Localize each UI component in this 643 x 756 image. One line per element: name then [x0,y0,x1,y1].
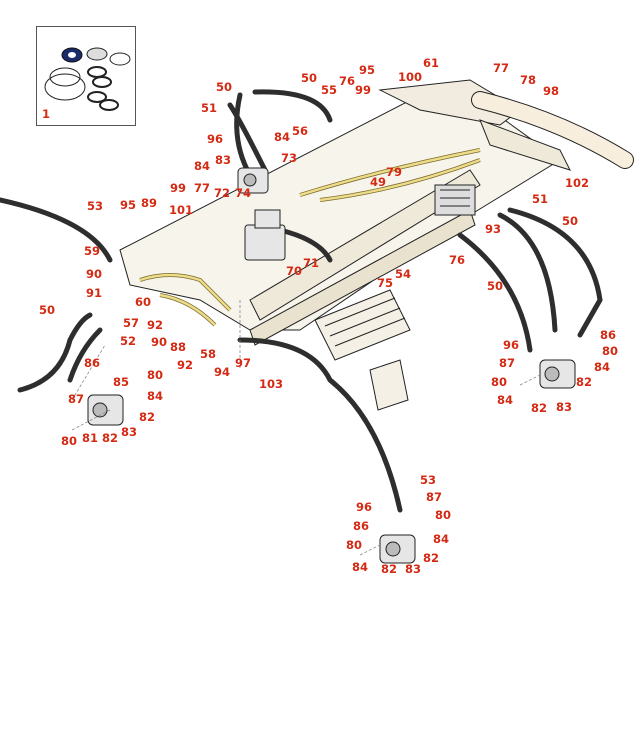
callout-label: 89 [141,196,158,210]
callout-label: 58 [200,347,217,361]
callout-label: 76 [339,74,356,88]
callout-label: 54 [395,267,412,281]
callout-label: 84 [274,130,291,144]
callout-label: 102 [565,176,590,190]
callout-label: 51 [532,192,549,206]
callout-label: 50 [487,279,504,293]
callout-label: 92 [177,358,194,372]
hydraulic-pump-right [539,359,576,389]
callout-label: 80 [346,538,363,552]
oil-cooler [434,184,476,216]
callout-label: 80 [602,344,619,358]
callout-label: 50 [216,80,233,94]
callout-label: 90 [86,267,103,281]
callout-label: 94 [214,365,231,379]
callout-label: 82 [381,562,398,576]
callout-label: 92 [147,318,164,332]
callout-label: 99 [170,181,187,195]
callout-label: 71 [303,256,320,270]
callout-label: 103 [259,377,284,391]
callout-label: 78 [520,73,537,87]
callout-label: 95 [120,198,137,212]
callout-label: 61 [423,56,440,70]
callout-label: 81 [82,431,99,445]
main-frame [119,79,571,346]
callout-label: 84 [147,389,164,403]
foot-platform [314,289,411,411]
callout-label: 90 [151,335,168,349]
callout-label: 96 [503,338,520,352]
callout-label: 84 [497,393,514,407]
callout-label: 85 [113,375,130,389]
callout-label: 57 [123,316,140,330]
callout-label: 73 [281,151,298,165]
callout-label: 80 [491,375,508,389]
callout-label: 83 [405,562,422,576]
seal-kit-icon [44,47,131,111]
callout-label: 84 [352,560,369,574]
callout-label: 93 [485,222,502,236]
callout-label: 60 [135,295,152,309]
callout-label: 53 [87,199,104,213]
callout-label: 88 [170,340,187,354]
callout-label: 84 [594,360,611,374]
callout-label: 86 [600,328,617,342]
callout-label: 80 [61,434,78,448]
callout-label: 79 [386,165,403,179]
callout-label: 86 [84,356,101,370]
callout-label: 96 [207,132,224,146]
callout-label: 84 [433,532,450,546]
callout-label: 82 [102,431,119,445]
callout-label: 1 [42,107,51,121]
callout-label: 52 [120,334,137,348]
callout-label: 50 [301,71,318,85]
callout-label: 86 [353,519,370,533]
callout-label: 59 [84,244,101,258]
callout-label: 83 [215,153,232,167]
steering-valve [237,167,269,194]
hydraulic-pump-bottom [379,534,416,564]
callout-label: 83 [121,425,138,439]
callout-label: 99 [355,83,372,97]
callout-label: 82 [139,410,156,424]
callout-label: 72 [214,186,231,200]
callout-label: 75 [377,276,394,290]
callout-label: 51 [201,101,218,115]
callout-label: 76 [449,253,466,267]
callout-label: 87 [426,490,443,504]
callout-label: 56 [292,124,309,138]
callout-label: 82 [423,551,440,565]
seal-kit-inset: 1 [36,26,136,126]
callout-label: 55 [321,83,338,97]
callout-label: 49 [370,175,387,189]
callout-label: 98 [543,84,560,98]
callout-label: 82 [576,375,593,389]
callout-label: 87 [68,392,85,406]
callout-label: 84 [194,159,211,173]
callout-label: 50 [562,214,579,228]
hoses [0,89,603,513]
callout-label: 74 [235,186,252,200]
callout-label: 96 [356,500,373,514]
callout-label: 50 [39,303,56,317]
callout-label: 91 [86,286,103,300]
callout-label: 77 [194,181,211,195]
callout-label: 83 [556,400,573,414]
callout-label: 82 [531,401,548,415]
control-valve-block [244,209,286,261]
callout-label: 97 [235,356,252,370]
callout-label: 77 [493,61,510,75]
callout-label: 53 [420,473,437,487]
callout-label: 80 [147,368,164,382]
callout-label: 80 [435,508,452,522]
callout-label: 70 [286,264,303,278]
callout-label: 95 [359,63,376,77]
callout-label: 100 [398,70,423,84]
hydraulic-pump-left [87,394,124,426]
callout-label: 87 [499,356,516,370]
callout-label: 101 [169,203,194,217]
